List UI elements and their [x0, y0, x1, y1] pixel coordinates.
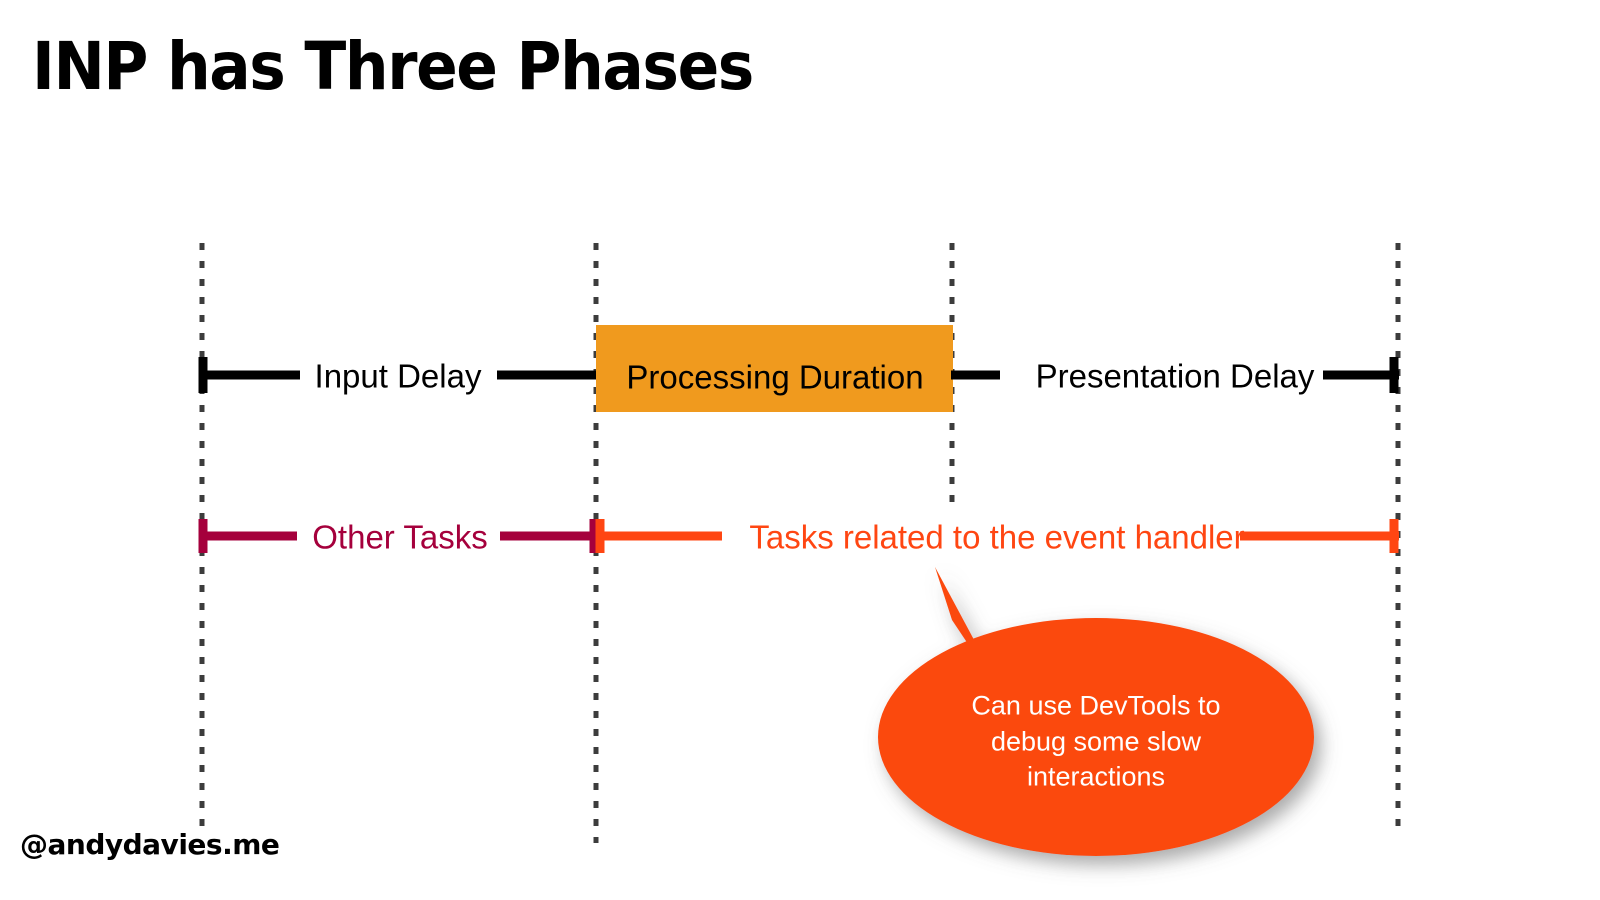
label-event-handler-tasks: Tasks related to the event handler — [749, 518, 1245, 556]
inp-phase-timeline — [198, 325, 1399, 412]
label-presentation-delay: Presentation Delay — [1035, 357, 1315, 395]
event-handler-tasks-segment — [595, 519, 1399, 553]
label-processing-duration: Processing Duration — [626, 358, 924, 396]
presentation-delay-phase — [951, 357, 1399, 393]
callout-text: Can use DevTools to debug some slow inte… — [971, 690, 1221, 792]
author-handle: @andydavies.me — [20, 828, 280, 861]
input-delay-phase — [198, 357, 597, 393]
processing-duration-box — [596, 325, 953, 412]
label-other-tasks: Other Tasks — [312, 518, 488, 556]
page-title: INP has Three Phases — [32, 28, 754, 105]
label-input-delay: Input Delay — [314, 357, 482, 395]
callout-ellipse — [878, 618, 1314, 856]
devtools-callout-bubble — [878, 567, 1314, 856]
task-timeline — [198, 519, 1399, 553]
other-tasks-segment — [198, 519, 599, 553]
